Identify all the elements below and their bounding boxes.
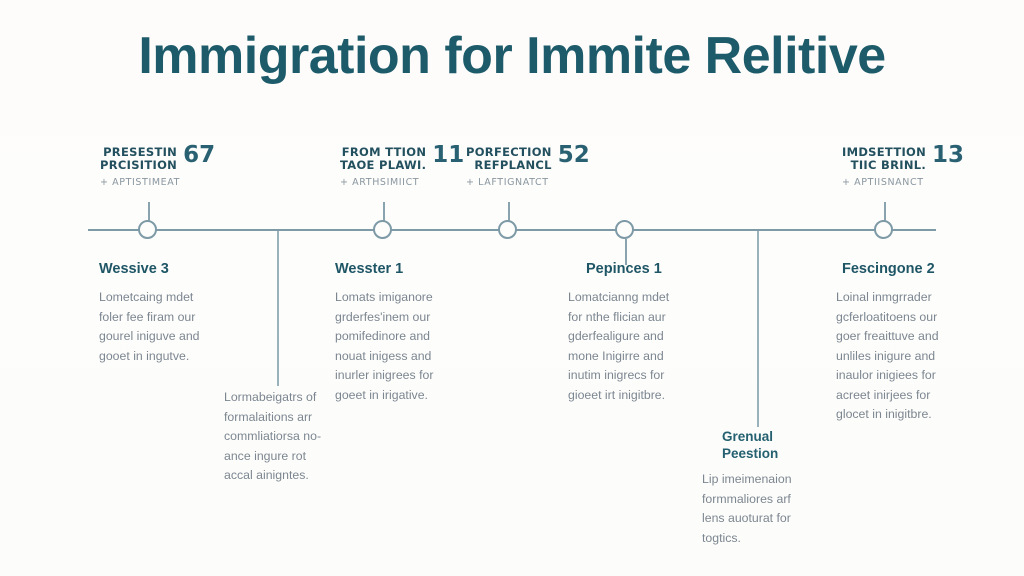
annotation-line: togtics.	[702, 530, 741, 545]
block-line: grderfes'inem our	[335, 309, 431, 324]
milestone-number-2: 11	[432, 142, 465, 168]
annotation-line: Lormabeigatrs of	[224, 390, 317, 404]
content-block-wessive: Wessive 3 Lometcaing mdet foler fee fira…	[99, 261, 284, 366]
block-line: gourel iniguve and	[99, 329, 200, 343]
milestone-title-line1-4: IMDSETTION	[842, 145, 927, 159]
milestone-sublabel-4: + APTIISNANCT	[842, 177, 924, 188]
annotation-heading-line: Grenual	[722, 429, 774, 444]
block-line: unliles inigure and	[836, 348, 936, 363]
milestone-number-3: 52	[557, 142, 590, 168]
annotation-line: commliatiorsa no-	[224, 429, 322, 443]
milestone-title-2: FROM TTION TAOE PLAWI.	[340, 146, 426, 171]
annotation-right-heading: Grenual Peestion	[722, 428, 862, 462]
milestone-sublabel-2: + ARTHSIMIICT	[340, 177, 420, 188]
block-line: gooet in ingutve.	[99, 348, 190, 363]
block-body-fescingone: Loinal inmgrrader gcferloatitoens our go…	[836, 288, 1024, 425]
connector-left-annotation	[277, 231, 279, 386]
milestone-number-1: 67	[183, 142, 216, 168]
block-line: Lometcaing mdet	[99, 290, 194, 304]
block-line: inurler inigrees for	[335, 368, 434, 382]
milestone-marker-1[interactable]	[138, 220, 157, 239]
milestone-sublabel-1: + APTISTIMEAT	[100, 177, 181, 188]
block-line: foler fee firam our	[99, 309, 196, 324]
annotation-right-body: Lip imeimenaion formmaliores arf lens au…	[702, 470, 862, 548]
milestone-title-line2-1: PRCISITION	[100, 157, 178, 172]
milestone-label-4: IMDSETTION TIIC BRINL. 13 + APTIISNANCT	[842, 142, 965, 189]
annotation-line: accal ainigntes.	[224, 468, 309, 482]
connector-right-annotation	[757, 231, 759, 427]
page-title: Immigration for Immite Relitive	[138, 27, 886, 85]
content-block-fescingone: Fescingone 2 Loinal inmgrrader gcferloat…	[836, 261, 1024, 425]
block-line: Lomatcianng mdet	[568, 290, 670, 304]
block-line: inaulor inigiees for	[836, 368, 936, 382]
milestone-sublabel-3: + LAFTIGNATCT	[466, 177, 549, 188]
milestone-title-3: PORFECTION REFPLANCL	[466, 146, 552, 171]
milestone-label-1: PRESESTIN PRCISITION 67 + APTISTIMEAT	[100, 142, 216, 189]
content-block-wesster: Wesster 1 Lomats imiganore grderfes'inem…	[335, 261, 525, 405]
block-line: gioeet irt inigitbre.	[568, 387, 666, 402]
annotation-heading-line: Peestion	[722, 446, 779, 461]
block-heading-wessive: Wessive 3	[99, 261, 169, 277]
milestone-title-line2-3: REFPLANCL	[474, 157, 552, 172]
annotation-line: formalaitions arr	[224, 409, 313, 424]
annotation-left: Lormabeigatrs of formalaitions arr comml…	[224, 388, 384, 486]
block-line: acreet inirjees for	[836, 387, 931, 402]
milestone-headline-4: IMDSETTION TIIC BRINL. 13	[842, 142, 965, 171]
milestone-headline-2: FROM TTION TAOE PLAWI. 11	[340, 142, 465, 171]
annotation-right: Grenual Peestion Lip imeimenaion formmal…	[702, 428, 862, 548]
milestone-label-2: FROM TTION TAOE PLAWI. 11 + ARTHSIMIICT	[340, 142, 465, 189]
block-body-wessive: Lometcaing mdet foler fee firam our gour…	[99, 288, 284, 366]
milestone-title-line2-4: TIIC BRINL.	[850, 157, 927, 172]
block-line: Lomats imiganore	[335, 290, 433, 304]
annotation-line: formmaliores arf	[702, 491, 791, 506]
block-line: nouat inigess and	[335, 348, 432, 363]
block-line: glocet in inigitbre.	[836, 407, 932, 421]
milestone-title-line1-1: PRESESTIN	[103, 145, 178, 159]
milestone-stem-5	[884, 202, 886, 230]
milestone-headline-1: PRESESTIN PRCISITION 67	[100, 142, 216, 171]
milestone-title-line1-3: PORFECTION	[466, 145, 552, 159]
milestone-label-3: PORFECTION REFPLANCL 52 + LAFTIGNATCT	[466, 142, 590, 189]
block-line: gcferloatitoens our	[836, 309, 938, 324]
milestone-marker-4[interactable]	[615, 220, 634, 239]
milestone-stem-2	[383, 202, 385, 230]
milestone-headline-3: PORFECTION REFPLANCL 52	[466, 142, 590, 171]
milestone-stem-3	[508, 202, 510, 230]
block-line: Loinal inmgrrader	[836, 290, 932, 304]
block-line: goeet in irigative.	[335, 387, 428, 402]
milestone-marker-5[interactable]	[874, 220, 893, 239]
block-body-wesster: Lomats imiganore grderfes'inem our pomif…	[335, 288, 525, 405]
block-heading-wesster: Wesster 1	[335, 261, 404, 277]
block-line: gderfealigure and	[568, 329, 664, 343]
milestone-number-4: 13	[932, 142, 965, 168]
block-heading-pepinces: Pepinces 1	[586, 261, 662, 277]
milestone-title-4: IMDSETTION TIIC BRINL.	[842, 146, 926, 171]
block-line: mone Inigirre and	[568, 348, 664, 363]
annotation-line: Lip imeimenaion	[702, 472, 792, 486]
milestone-stem-4	[625, 239, 627, 265]
block-heading-fescingone: Fescingone 2	[842, 261, 935, 277]
block-line: pomifedinore and	[335, 329, 431, 343]
annotation-line: lens auoturat for	[702, 511, 791, 525]
milestone-stem-1	[148, 202, 150, 230]
milestone-title-line2-2: TAOE PLAWI.	[340, 157, 427, 172]
milestone-marker-3[interactable]	[498, 220, 517, 239]
block-line: goer freaittuve and	[836, 329, 939, 343]
milestone-title-1: PRESESTIN PRCISITION	[100, 146, 177, 171]
milestone-marker-2[interactable]	[373, 220, 392, 239]
annotation-left-body: Lormabeigatrs of formalaitions arr comml…	[224, 388, 384, 486]
content-block-pepinces: Pepinces 1 Lomatcianng mdet for nthe fli…	[568, 261, 758, 405]
block-body-pepinces: Lomatcianng mdet for nthe flician aur gd…	[568, 288, 758, 405]
block-line: inutim inigrecs for	[568, 368, 665, 382]
block-line: for nthe flician aur	[568, 309, 666, 324]
milestone-title-line1-2: FROM TTION	[341, 145, 427, 159]
annotation-line: ance ingure rot	[224, 448, 307, 463]
